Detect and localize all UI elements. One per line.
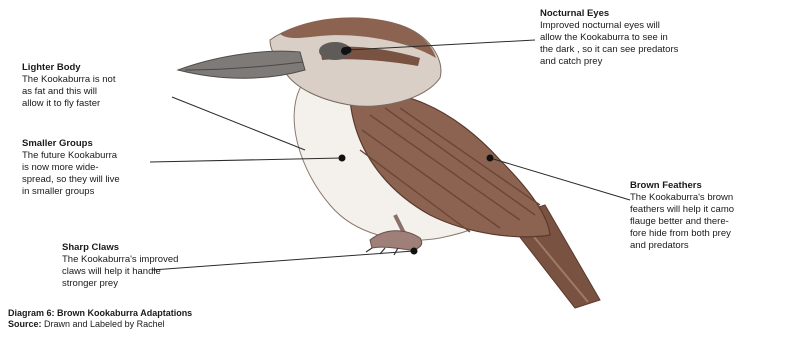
sharp-claws-leader	[152, 251, 414, 270]
brown-feathers-line: The Kookaburra's brown	[630, 192, 734, 204]
brown-feathers-line: feathers will help it camo	[630, 204, 734, 216]
nocturnal-eyes-dot	[345, 47, 352, 54]
sharp-claws-line: stronger prey	[62, 278, 178, 290]
sharp-claws-title: Sharp Claws	[62, 242, 178, 254]
brown-feathers-line: and predators	[630, 240, 734, 252]
smaller-groups-line: is now more wide-	[22, 162, 120, 174]
diagram-caption: Diagram 6: Brown Kookaburra Adaptations …	[8, 308, 192, 330]
smaller-groups-line: The future Kookaburra	[22, 150, 120, 162]
brown-feathers-title: Brown Feathers	[630, 180, 734, 192]
caption-source-text: Drawn and Labeled by Rachel	[44, 319, 165, 329]
sharp-claws-line: The Kookaburra's improved	[62, 254, 178, 266]
brown-feathers-label: Brown Feathers The Kookaburra's brown fe…	[630, 180, 734, 252]
lighter-body-line: as fat and this will	[22, 86, 115, 98]
nocturnal-eyes-line: the dark , so it can see predators	[540, 44, 678, 56]
lighter-body-label: Lighter Body The Kookaburra is not as fa…	[22, 62, 115, 110]
caption-title: Diagram 6: Brown Kookaburra Adaptations	[8, 308, 192, 319]
smaller-groups-title: Smaller Groups	[22, 138, 120, 150]
nocturnal-eyes-line: allow the Kookaburra to see in	[540, 32, 678, 44]
smaller-groups-label: Smaller Groups The future Kookaburra is …	[22, 138, 120, 198]
nocturnal-eyes-label: Nocturnal Eyes Improved nocturnal eyes w…	[540, 8, 678, 68]
smaller-groups-line: spread, so they will live	[22, 174, 120, 186]
bird-beak	[178, 51, 305, 78]
sharp-claws-dot	[411, 248, 418, 255]
lighter-body-line: allow it to fly faster	[22, 98, 115, 110]
nocturnal-eyes-title: Nocturnal Eyes	[540, 8, 678, 20]
lighter-body-line: The Kookaburra is not	[22, 74, 115, 86]
caption-source-label: Source:	[8, 319, 44, 329]
nocturnal-eyes-line: Improved nocturnal eyes will	[540, 20, 678, 32]
nocturnal-eyes-line: and catch prey	[540, 56, 678, 68]
brown-feathers-line: fore hide from both prey	[630, 228, 734, 240]
smaller-groups-dot	[339, 155, 346, 162]
brown-feathers-line: flauge better and there-	[630, 216, 734, 228]
brown-feathers-dot	[487, 155, 494, 162]
sharp-claws-line: claws will help it handle	[62, 266, 178, 278]
smaller-groups-line: in smaller groups	[22, 186, 120, 198]
lighter-body-leader	[172, 97, 305, 150]
sharp-claws-label: Sharp Claws The Kookaburra's improved cl…	[62, 242, 178, 290]
lighter-body-title: Lighter Body	[22, 62, 115, 74]
